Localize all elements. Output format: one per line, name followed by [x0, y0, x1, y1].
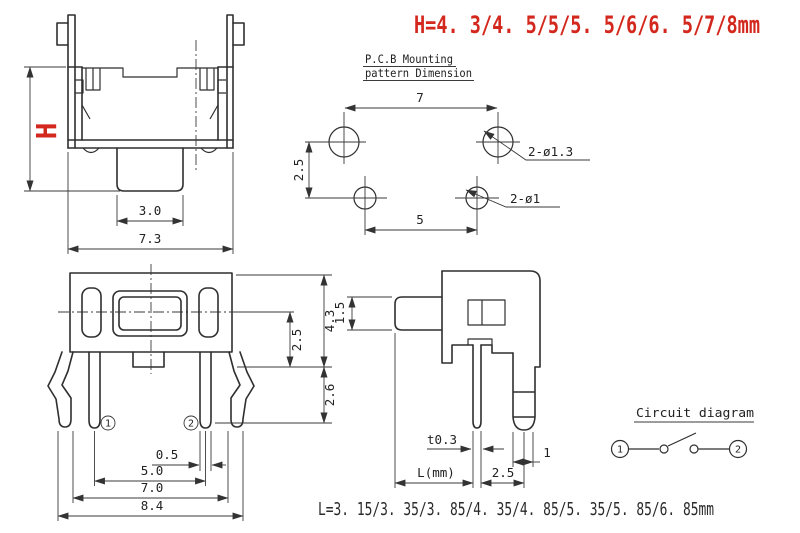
dim-center-offset: 2.5: [289, 329, 304, 352]
top-view: 1 2 0.5 5.0 7.0 8.4: [47, 264, 337, 521]
mount-leg-left: [47, 351, 74, 428]
side-view-body: [394, 270, 541, 431]
l-spec-text: L=3. 15/3. 35/3. 85/4. 35/4. 85/5. 35/5.…: [318, 499, 714, 520]
dim-pin-length: 2.6: [322, 384, 337, 407]
side-view-dimensions: 1.5 t0.3 L(mm) 2.5 1: [332, 296, 551, 488]
dim-body-width: 7.3: [139, 231, 162, 246]
front-view-body-outline: [56, 14, 245, 192]
button-slot-outer: [112, 290, 188, 337]
dim-pin-pitch: 5.0: [141, 463, 164, 478]
pcb-title-line1: P.C.B Mounting: [365, 52, 453, 66]
dim-hole-span-bottom: 5: [416, 212, 424, 227]
dim-leg-span: 7.0: [141, 480, 164, 495]
button-slot-inner: [118, 296, 182, 331]
front-view: H 3.0 7.3: [24, 14, 245, 254]
h-spec-text: H=4. 3/4. 5/5/5. 5/6/6. 5/7/8mm: [414, 11, 760, 39]
circuit-terminal-2: [728, 439, 748, 459]
label-large-holes: 2-ø1.3: [528, 144, 573, 159]
dim-overall-width: 8.4: [141, 498, 164, 513]
bottom-notch: [132, 351, 165, 368]
terminal-1-label: 1: [105, 419, 111, 430]
dim-stem-width: 1.5: [332, 302, 347, 325]
mounting-holes: [305, 112, 520, 235]
switch-contact-right: [689, 444, 699, 454]
switch-contact-left: [659, 444, 669, 454]
circuit-title: Circuit diagram: [636, 405, 754, 420]
dim-pin-width: 0.5: [156, 447, 179, 462]
mount-leg-right: [228, 351, 255, 428]
pcb-pattern-view: P.C.B Mounting pattern Dimension 7 2.5 5: [291, 52, 590, 235]
terminal-1-marker: [100, 415, 116, 431]
terminal-2-label: 2: [188, 419, 194, 430]
pcb-dimensions: 7 2.5 5 2-ø1.3 2-ø1: [291, 90, 590, 234]
circuit-diagram: Circuit diagram 1 2: [610, 405, 754, 459]
stem-profile: [394, 296, 443, 331]
front-view-dimensions: H 3.0 7.3: [24, 66, 234, 254]
top-view-body: 1 2: [47, 264, 255, 431]
dim-button-width: 3.0: [139, 203, 162, 218]
pin-1: [88, 351, 101, 429]
dim-H-label: H: [30, 123, 63, 140]
side-leg: [512, 352, 536, 431]
dim-leg-width: 1: [543, 445, 551, 460]
dim-pin-to-leg: 2.5: [492, 465, 515, 480]
side-pin: [472, 344, 482, 429]
dim-row-spacing: 2.5: [291, 159, 306, 182]
pcb-title-line2: pattern Dimension: [365, 66, 472, 80]
circuit-terminal-2-label: 2: [735, 445, 741, 456]
label-small-holes: 2-ø1: [510, 191, 540, 206]
dim-pin-length-label: L(mm): [417, 465, 455, 480]
switch-lever: [667, 432, 697, 447]
circuit-terminal-1: [610, 439, 630, 459]
dim-body-height: 4.3: [322, 310, 337, 333]
dim-pin-thickness: t0.3: [427, 432, 457, 447]
button-profile: [116, 147, 184, 192]
circuit-terminal-1-label: 1: [617, 445, 623, 456]
terminal-2-marker: [183, 415, 199, 431]
top-view-dimensions: 0.5 5.0 7.0 8.4 4.3 2.5 2.6: [57, 274, 337, 521]
dim-hole-span-top: 7: [416, 90, 424, 105]
side-view: 1.5 t0.3 L(mm) 2.5 1: [332, 270, 551, 488]
pin-2: [199, 351, 212, 429]
